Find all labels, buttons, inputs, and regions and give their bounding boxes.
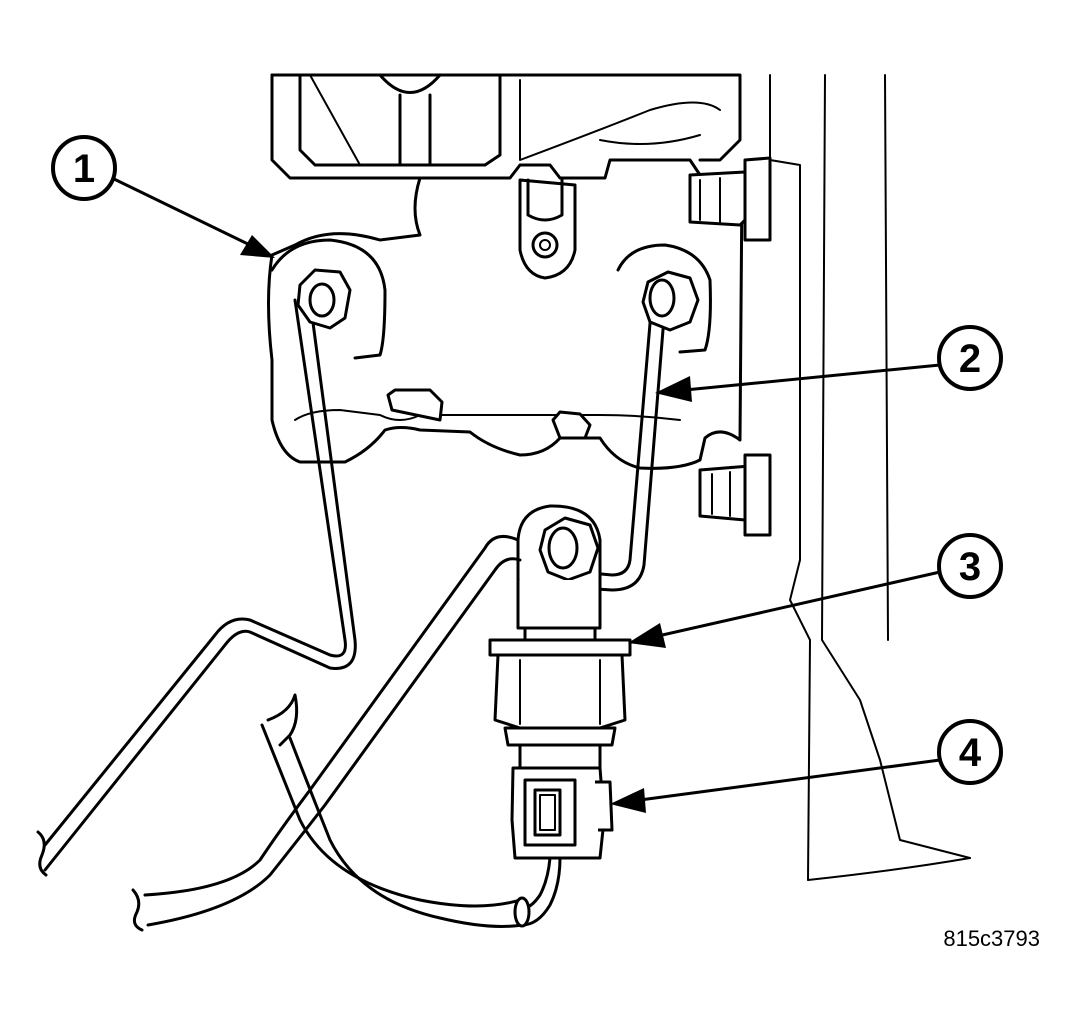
callout-4: 4 (937, 719, 1003, 785)
upper-housing (270, 73, 742, 202)
callout-2: 2 (937, 325, 1003, 391)
callout-2-label: 2 (959, 337, 981, 381)
callout-1: 1 (51, 135, 117, 201)
electrical-connector (510, 766, 614, 860)
side-bolt-lower (698, 453, 772, 537)
callout-leaders (110, 176, 942, 813)
fuel-line-left (36, 268, 357, 877)
return-line (131, 534, 522, 932)
callout-3: 3 (937, 533, 1003, 599)
mounting-bracket (267, 158, 744, 470)
figure-code: 815c3793 (943, 926, 1040, 951)
fuel-line-right (578, 270, 700, 592)
callout-3-label: 3 (959, 545, 981, 589)
fuel-pressure-sensor (488, 638, 632, 772)
wire-harness (260, 693, 562, 928)
callout-1-label: 1 (73, 147, 95, 191)
callout-4-label: 4 (959, 731, 982, 775)
sensor-fitting (516, 504, 602, 642)
side-bolt-upper (688, 156, 772, 242)
